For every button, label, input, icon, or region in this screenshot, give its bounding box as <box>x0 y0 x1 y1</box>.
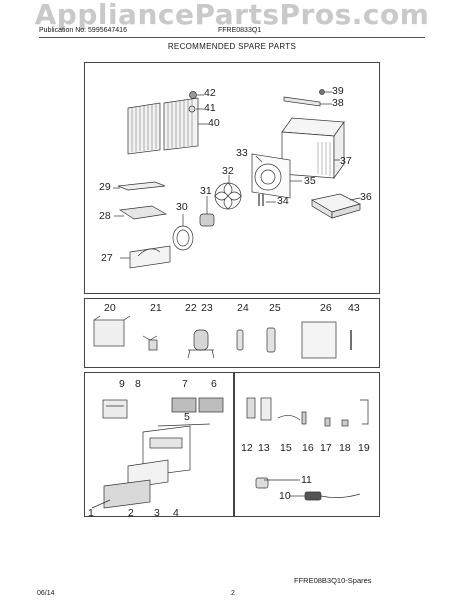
callout-9: 9 <box>119 378 125 390</box>
motor-illustration <box>199 196 215 227</box>
callout-16: 16 <box>302 442 314 454</box>
model-number: FFRE0833Q1 <box>218 27 262 34</box>
callout-4: 4 <box>173 507 179 519</box>
callout-41: 41 <box>204 102 216 114</box>
fan-shroud-illustration <box>251 153 302 199</box>
front-panel-assembly-panel <box>84 372 234 517</box>
base-pan-illustration <box>311 193 361 219</box>
callout-24: 24 <box>237 302 249 314</box>
knob-41-illustration <box>188 105 196 113</box>
callout-23: 23 <box>201 302 213 314</box>
part-24-illustration <box>236 329 244 351</box>
part-25-illustration <box>266 327 276 353</box>
callout-30: 30 <box>176 201 188 213</box>
callout-39: 39 <box>332 85 344 97</box>
electrical-parts-illustration <box>246 397 369 501</box>
callout-22: 22 <box>185 302 197 314</box>
publication-number: Publication No: 5995647416 <box>39 27 127 34</box>
callout-20: 20 <box>104 302 116 314</box>
watermark: AppliancePartsPros.com <box>34 0 430 31</box>
callout-37: 37 <box>340 155 352 167</box>
callout-6: 6 <box>211 378 217 390</box>
part-39-illustration <box>319 89 325 95</box>
blower-wheel-illustration <box>172 214 194 251</box>
callout-17: 17 <box>320 442 332 454</box>
callout-13: 13 <box>258 442 270 454</box>
louver-grille-illustration <box>127 97 208 155</box>
knob-42-illustration <box>189 91 197 99</box>
callout-42: 42 <box>204 87 216 99</box>
footer-date: 06/14 <box>37 590 55 597</box>
callout-7: 7 <box>182 378 188 390</box>
page-number: 2 <box>231 590 235 597</box>
callout-36: 36 <box>360 191 372 203</box>
callout-26: 26 <box>320 302 332 314</box>
callout-31: 31 <box>200 185 212 197</box>
electrical-parts-panel <box>234 372 380 517</box>
callout-19: 19 <box>358 442 370 454</box>
main-assembly-panel <box>84 62 380 294</box>
callout-25: 25 <box>269 302 281 314</box>
callout-35: 35 <box>304 175 316 187</box>
callout-11: 11 <box>301 474 312 486</box>
callout-5: 5 <box>184 411 190 423</box>
callout-8: 8 <box>135 378 141 390</box>
fan-blade-illustration <box>214 175 242 210</box>
callout-1: 1 <box>88 507 94 519</box>
callout-2: 2 <box>128 507 134 519</box>
bracket-28-illustration <box>118 205 168 220</box>
callout-15: 15 <box>280 442 292 454</box>
drain-tray-illustration <box>120 245 171 269</box>
callout-12: 12 <box>241 442 253 454</box>
callout-34: 34 <box>277 195 289 207</box>
callout-29: 29 <box>99 181 111 193</box>
section-title: RECOMMENDED SPARE PARTS <box>167 42 297 51</box>
header-rule <box>39 37 425 38</box>
callout-40: 40 <box>208 117 220 129</box>
part-21-illustration <box>142 335 158 351</box>
callout-3: 3 <box>154 507 160 519</box>
filter-20-illustration <box>93 319 125 347</box>
cabinet-illustration <box>281 117 345 180</box>
front-panel-illustration <box>91 397 224 509</box>
callout-10: 10 <box>279 490 291 502</box>
capacitor-22-23-illustration <box>187 329 215 359</box>
callout-28: 28 <box>99 210 111 222</box>
diagram-caption: FFRE08B3Q10-Spares <box>294 576 372 585</box>
bracket-29-illustration <box>117 181 166 191</box>
callout-32: 32 <box>222 165 234 177</box>
callout-38: 38 <box>332 97 344 109</box>
callout-21: 21 <box>150 302 162 314</box>
callout-33: 33 <box>236 147 248 159</box>
filter-26-illustration <box>301 321 337 359</box>
callout-27: 27 <box>101 252 113 264</box>
callout-18: 18 <box>339 442 351 454</box>
part-38-illustration <box>283 96 321 107</box>
callout-43: 43 <box>348 302 360 314</box>
spare-parts-row-panel <box>84 298 380 368</box>
